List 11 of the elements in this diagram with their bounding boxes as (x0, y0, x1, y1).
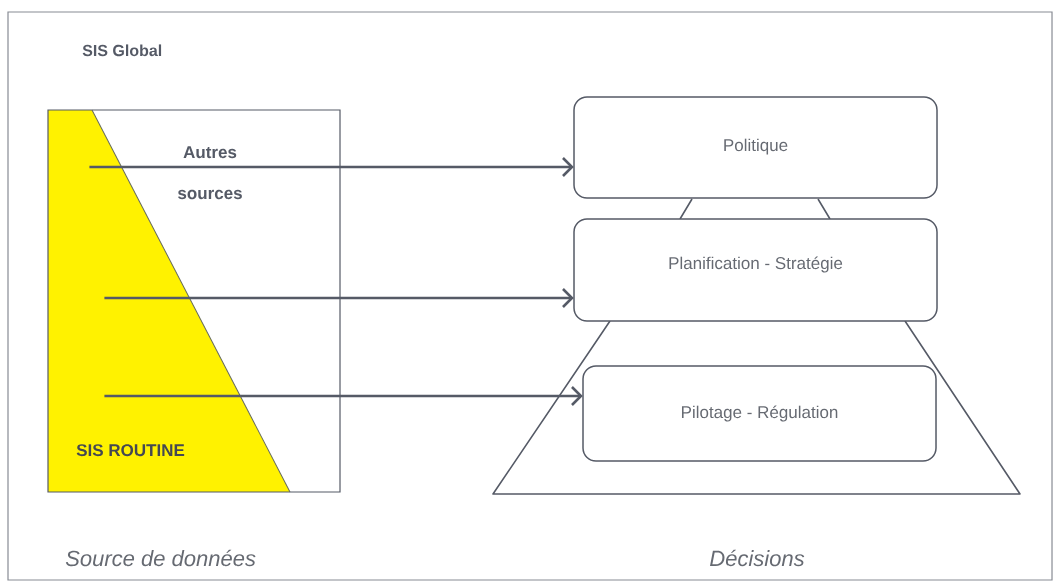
level-box: Pilotage - Régulation (582, 365, 937, 462)
box-label: SIS ROUTINE (76, 444, 185, 457)
level-box: Planification - Stratégie (573, 218, 938, 322)
section-caption: Source de données (65, 549, 256, 567)
section-caption: Décisions (710, 549, 805, 567)
level-box: Politique (573, 96, 938, 199)
box-label: Autres sources (178, 146, 242, 200)
arrow (104, 386, 583, 406)
source-box (47, 109, 341, 493)
arrow (104, 288, 574, 308)
arrow (89, 157, 574, 177)
